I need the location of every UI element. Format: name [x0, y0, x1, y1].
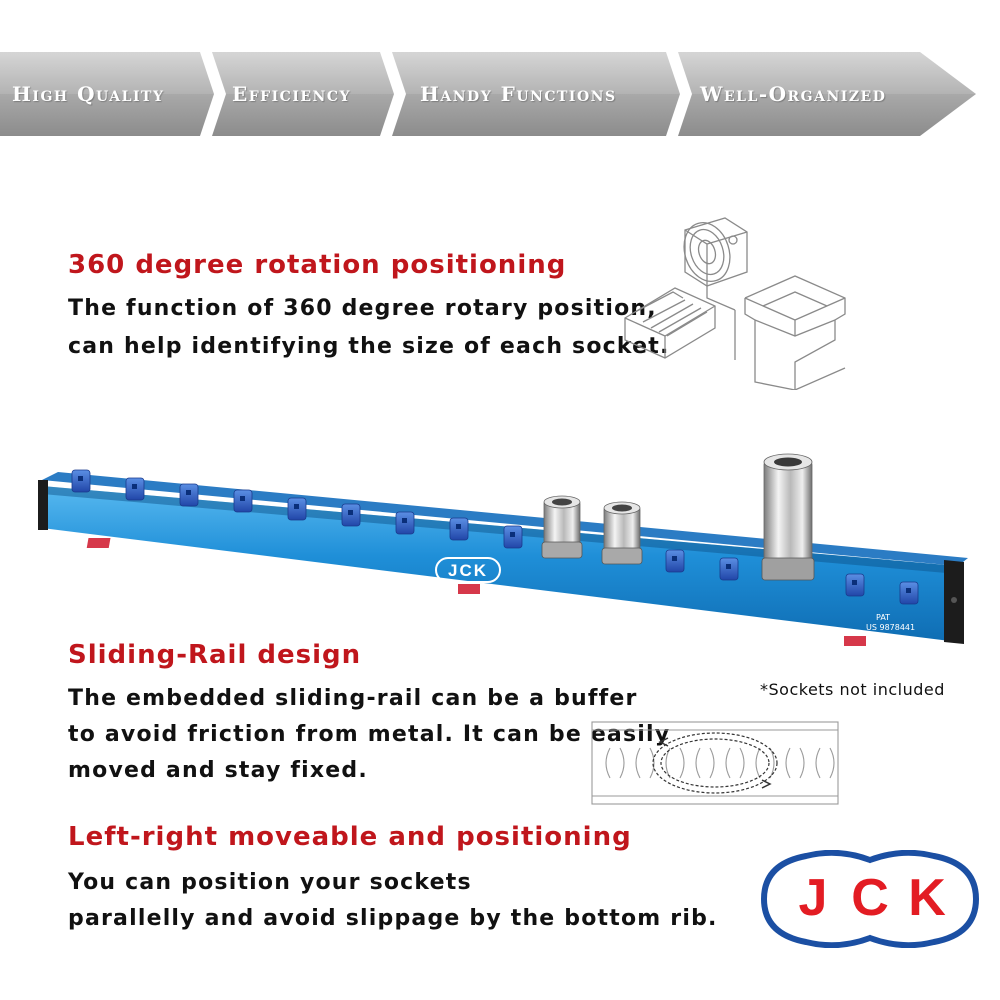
logo-letter-k: K [908, 869, 946, 927]
jck-logo-outline [760, 850, 980, 948]
socket-small-1 [541, 495, 583, 559]
sliding-rail-diagram [591, 721, 839, 805]
banner-item-efficiency: Efficiency [232, 82, 351, 106]
socket-small-2 [601, 501, 643, 565]
banner-arrow-shape [0, 52, 976, 136]
patent-number: US 9878441 [866, 623, 915, 632]
socket-deep [761, 453, 815, 581]
banner-item-handy-functions: Handy Functions [420, 82, 617, 106]
rotation-line-2: can help identifying the size of each so… [68, 334, 670, 359]
rail-jck-logo: JCK [435, 557, 501, 583]
rail-line-3: moved and stay fixed. [68, 758, 368, 783]
rotation-line-1: The function of 360 degree rotary positi… [68, 296, 657, 321]
rail-line-1: The embedded sliding-rail can be a buffe… [68, 686, 638, 711]
moveable-heading: Left-right moveable and positioning [68, 822, 632, 852]
feature-banner: High Quality Efficiency Handy Functions … [0, 48, 980, 140]
rotation-heading: 360 degree rotation positioning [68, 250, 567, 280]
logo-letter-j: J [798, 869, 828, 927]
moveable-line-2: parallelly and avoid slippage by the bot… [68, 906, 718, 931]
rail-heading: Sliding-Rail design [68, 640, 362, 670]
banner-item-well-organized: Well-Organized [700, 82, 887, 106]
svg-text:JCK: JCK [448, 561, 488, 580]
jck-brand-logo: J C K [760, 850, 980, 948]
sockets-not-included-note: *Sockets not included [760, 680, 945, 699]
moveable-line-1: You can position your sockets [68, 870, 472, 895]
socket-rail-product: JCK PAT US 9878441 [38, 453, 968, 646]
rotation-mechanism-diagram [624, 217, 846, 390]
rail-line-2: to avoid friction from metal. It can be … [68, 722, 671, 747]
logo-letter-c: C [851, 869, 889, 927]
banner-item-high-quality: High Quality [12, 82, 165, 106]
patent-label: PAT [876, 613, 890, 622]
